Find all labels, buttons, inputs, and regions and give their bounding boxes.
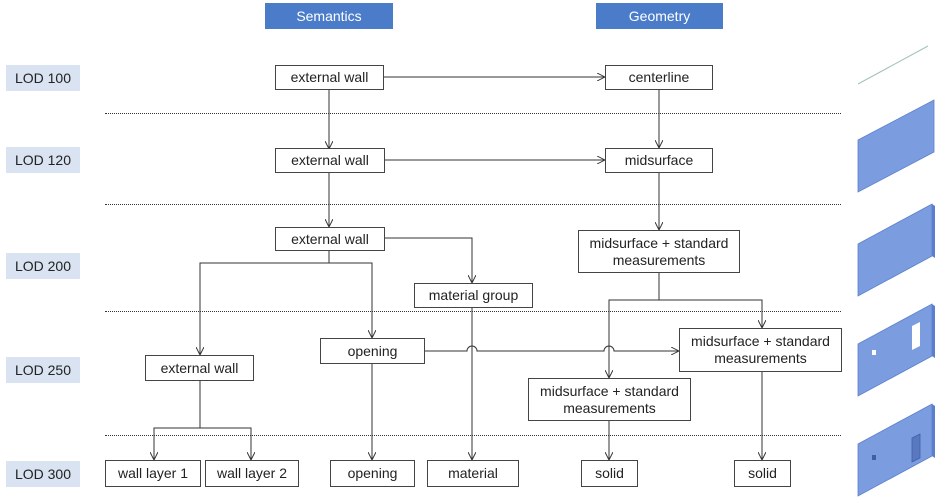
- node-midsurface-standard-lod200: midsurface + standard measurements: [578, 230, 740, 273]
- node-material: material: [427, 460, 519, 487]
- node-external-wall-lod200: external wall: [275, 227, 385, 251]
- arrow-ms200-ms250b: [659, 299, 762, 328]
- wall-thumbnail-lod200: [857, 203, 935, 297]
- lod-300-label: LOD 300: [6, 461, 80, 487]
- node-solid-lod300a: solid: [581, 460, 638, 487]
- node-external-wall-lod120: external wall: [275, 148, 385, 173]
- divider-lod120-lod200: [105, 204, 841, 205]
- arrow-ew200-ew250: [200, 262, 329, 355]
- divider-lod250-lod300: [105, 435, 841, 436]
- door-icon: [911, 433, 921, 463]
- lod-200-label: LOD 200: [6, 253, 80, 279]
- node-wall-layer-1: wall layer 1: [105, 460, 201, 487]
- geometry-header: Geometry: [596, 3, 723, 29]
- wall-thumbnail-lod250: [857, 303, 935, 397]
- wall-thumbnail-lod120: [857, 99, 935, 193]
- node-midsurface-standard-lod250a: midsurface + standard measurements: [528, 378, 691, 421]
- lod-120-label: LOD 120: [6, 147, 80, 173]
- divider-lod200-lod250: [105, 311, 841, 312]
- node-material-group: material group: [414, 283, 533, 308]
- node-solid-lod300b: solid: [734, 460, 791, 487]
- node-opening-lod250: opening: [320, 338, 425, 364]
- node-external-wall-lod100: external wall: [275, 65, 384, 90]
- node-external-wall-lod250: external wall: [145, 355, 254, 381]
- window-opening-icon: [872, 350, 876, 355]
- wall-thumbnail-lod300: [857, 403, 935, 497]
- node-opening-lod300: opening: [330, 460, 415, 487]
- arrow-ew200-mgroup: [384, 237, 472, 283]
- node-midsurface-standard-lod250b: midsurface + standard measurements: [679, 328, 842, 372]
- semantics-header: Semantics: [265, 3, 393, 29]
- node-midsurface: midsurface: [605, 148, 713, 173]
- lod-100-label: LOD 100: [6, 65, 80, 91]
- lod-250-label: LOD 250: [6, 357, 80, 383]
- divider-lod100-lod120: [105, 113, 841, 114]
- node-centerline: centerline: [605, 65, 713, 90]
- arrow-ew250-wl2: [200, 427, 251, 460]
- door-opening-icon: [912, 322, 920, 350]
- arrow-ew250-wl1: [154, 427, 200, 460]
- arrow-opening250-ms250b: [425, 345, 679, 351]
- arrow-ms200-ms250a: [609, 299, 659, 378]
- window-icon: [872, 455, 876, 460]
- node-wall-layer-2: wall layer 2: [205, 460, 299, 487]
- wall-thumbnail-lod100: [857, 45, 929, 85]
- arrow-ew200-opening250: [329, 262, 372, 338]
